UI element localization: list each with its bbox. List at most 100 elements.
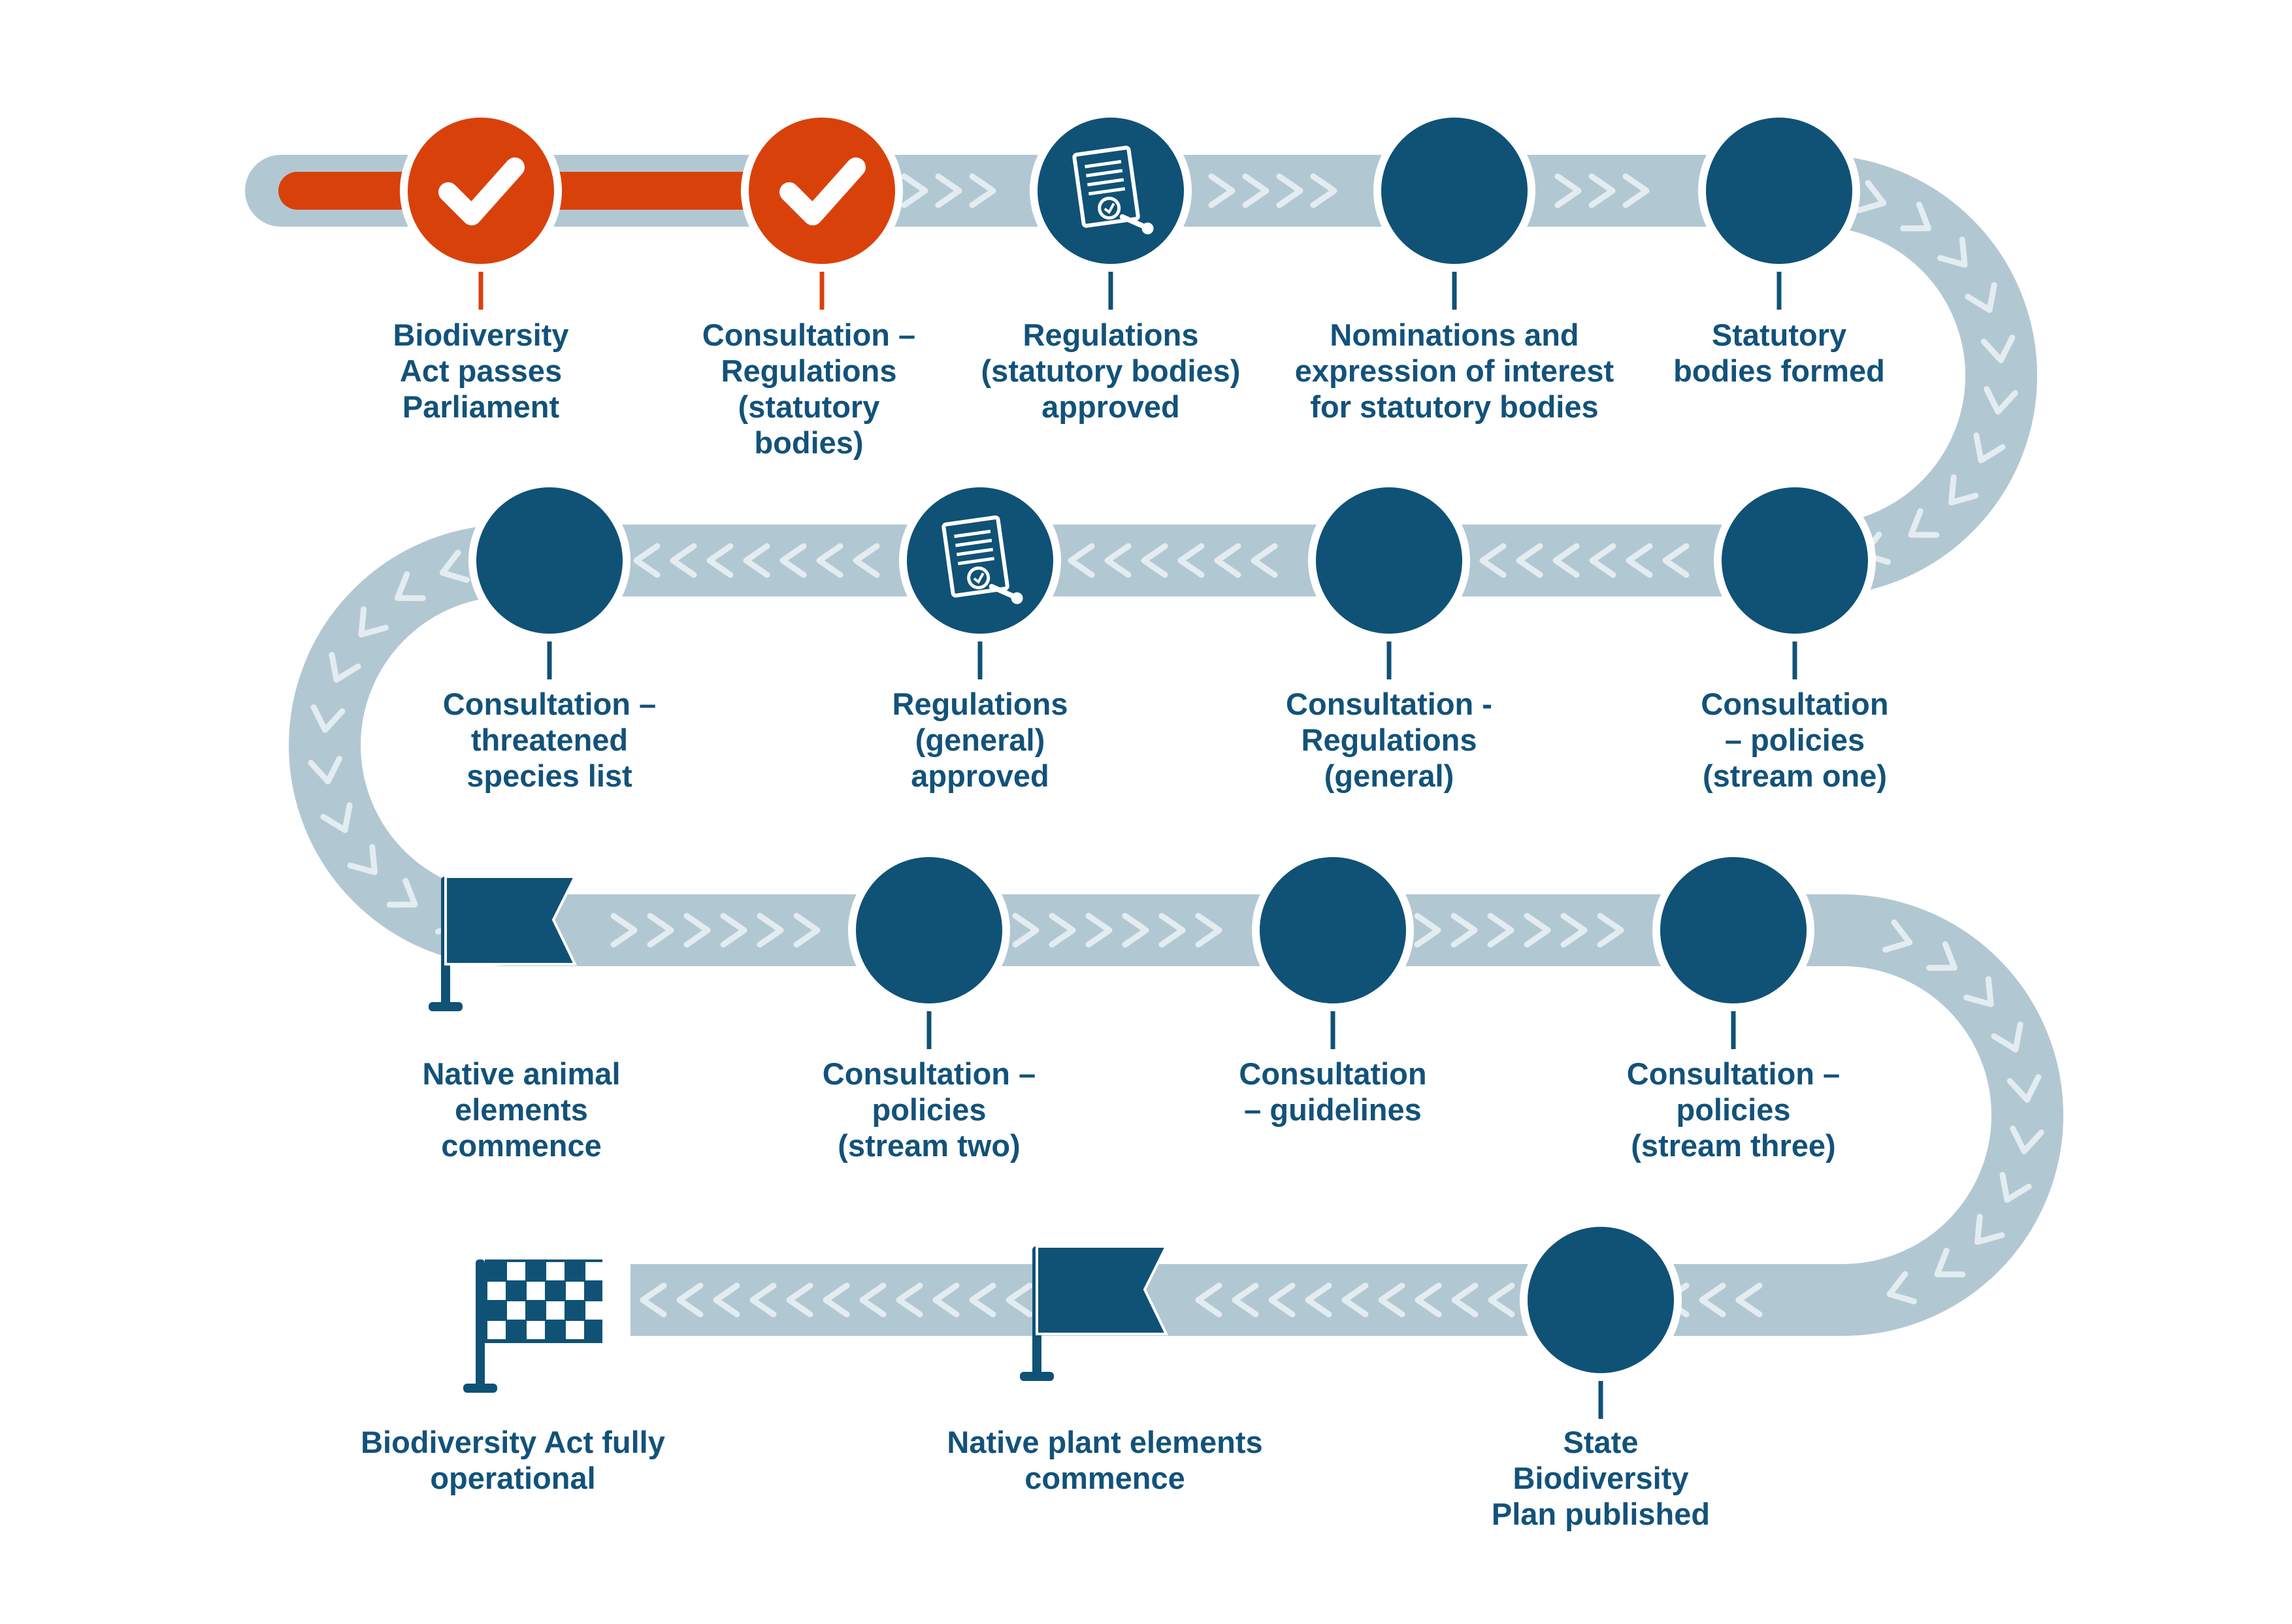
checkmark-icon <box>438 157 525 225</box>
milestone-marker-5 <box>1698 110 1860 272</box>
direction-chevron <box>1552 543 1580 578</box>
direction-chevron <box>749 1282 777 1318</box>
checker-square <box>546 1262 565 1280</box>
direction-chevron <box>2010 1125 2044 1154</box>
direction-chevron <box>1973 432 2006 464</box>
flag-pole <box>476 1259 485 1388</box>
marker-disc <box>1722 487 1868 634</box>
direction-chevron <box>859 1282 887 1318</box>
stamp-handle <box>1119 214 1148 230</box>
direction-chevron <box>1251 543 1278 578</box>
checker-square <box>546 1301 565 1320</box>
milestone-label-general-regulations-approved: Regulations (general) approved <box>892 687 1068 793</box>
milestone-label-state-plan: State Biodiversity Plan published <box>1491 1425 1711 1531</box>
direction-chevron <box>1516 543 1543 578</box>
marker-disc <box>1706 118 1852 264</box>
milestone-marker-8 <box>899 479 1061 641</box>
direction-chevron <box>386 877 418 908</box>
marker-disc <box>1660 857 1807 1003</box>
document-line <box>1086 169 1123 178</box>
direction-chevron <box>1341 1282 1369 1318</box>
seal-check <box>973 572 985 584</box>
direction-chevron <box>1886 1271 1917 1305</box>
direction-chevron <box>1479 543 1507 578</box>
milestone-label-statutory-regulations-approved: Regulations (statutory bodies) approved <box>981 317 1241 424</box>
direction-chevron <box>1735 1282 1763 1318</box>
marker-disc <box>1260 857 1406 1003</box>
stamp-handle <box>989 583 1017 600</box>
direction-chevron <box>1487 913 1514 948</box>
marker-disc <box>1316 487 1462 634</box>
direction-chevron <box>358 606 389 638</box>
direction-chevron <box>1276 173 1303 208</box>
milestone-label-policies-stream-three: Consultation – policies (stream three) <box>1626 1056 1841 1163</box>
checker-square <box>487 1321 506 1339</box>
milestone-label-threatened-species: Consultation – threatened species list <box>442 687 657 793</box>
direction-chevron <box>816 543 843 578</box>
direction-chevron <box>610 913 638 948</box>
checker-square <box>527 1282 545 1300</box>
direction-chevron <box>1597 913 1624 948</box>
milestone-marker-1 <box>400 110 562 272</box>
direction-chevron <box>1963 976 1994 1007</box>
direction-chevron <box>1305 1282 1332 1318</box>
milestone-marker-14 <box>1520 1219 1682 1381</box>
direction-chevron <box>1414 913 1441 948</box>
milestone-marker-7 <box>1308 479 1470 641</box>
checker-square <box>507 1262 525 1280</box>
direction-chevron <box>757 913 784 948</box>
direction-chevron <box>320 802 353 834</box>
direction-chevron <box>901 173 928 208</box>
document-seal-icon <box>1072 146 1154 235</box>
direction-chevron <box>1214 543 1241 578</box>
document-seal-icon <box>941 515 1023 604</box>
seal-ring <box>1098 197 1121 220</box>
direction-chevron <box>1310 173 1337 208</box>
document-line <box>954 529 991 538</box>
direction-chevron <box>1965 282 1997 314</box>
stamp-head <box>1011 592 1023 604</box>
seal-check <box>1104 203 1115 214</box>
direction-chevron <box>329 651 361 683</box>
document-line <box>957 557 995 566</box>
direction-chevron <box>633 543 661 578</box>
direction-chevron <box>1415 1282 1442 1318</box>
direction-chevron <box>1882 919 1913 953</box>
direction-chevron <box>439 549 470 583</box>
direction-chevron <box>1232 1282 1259 1318</box>
direction-chevron <box>1974 1214 2005 1245</box>
milestone-label-policies-stream-two: Consultation – policies (stream two) <box>822 1056 1036 1163</box>
direction-chevron <box>1488 1282 1515 1318</box>
direction-chevron <box>1378 1282 1405 1318</box>
flag-base <box>463 1384 497 1393</box>
direction-chevron <box>1991 1021 2023 1053</box>
direction-chevron <box>1699 1282 1726 1318</box>
direction-chevron <box>347 844 378 875</box>
milestone-marker-6 <box>1714 479 1876 641</box>
marker-disc <box>476 487 623 634</box>
milestone-marker-4 <box>1373 110 1535 272</box>
flag-banner <box>1036 1245 1169 1335</box>
milestone-marker-2 <box>741 110 903 272</box>
direction-chevron <box>1195 913 1222 948</box>
milestone-label-native-plant: Native plant elements commence <box>947 1425 1263 1495</box>
direction-chevron <box>1006 1282 1033 1318</box>
document-line <box>1085 159 1122 169</box>
milestone-label-consultation-statutory-regulations: Consultation – Regulations (statutory bo… <box>702 317 916 460</box>
milestone-label-nominations: Nominations and expression of interest f… <box>1294 317 1614 424</box>
direction-chevron <box>394 571 426 602</box>
direction-chevron <box>1085 913 1113 948</box>
direction-chevron <box>713 1282 740 1318</box>
direction-chevron <box>1984 385 2018 415</box>
flag-banner <box>444 875 578 966</box>
direction-chevron <box>1948 474 1979 506</box>
road-track <box>289 155 2063 1336</box>
flag-base <box>429 1002 463 1011</box>
direction-chevron <box>969 173 996 208</box>
direction-chevron <box>1900 201 1932 232</box>
document-line <box>957 547 994 557</box>
milestone-marker-16-checkered-flag-icon <box>463 1259 604 1393</box>
milestone-label-act-passes: Biodiversity Act passes Parliament <box>393 317 569 424</box>
